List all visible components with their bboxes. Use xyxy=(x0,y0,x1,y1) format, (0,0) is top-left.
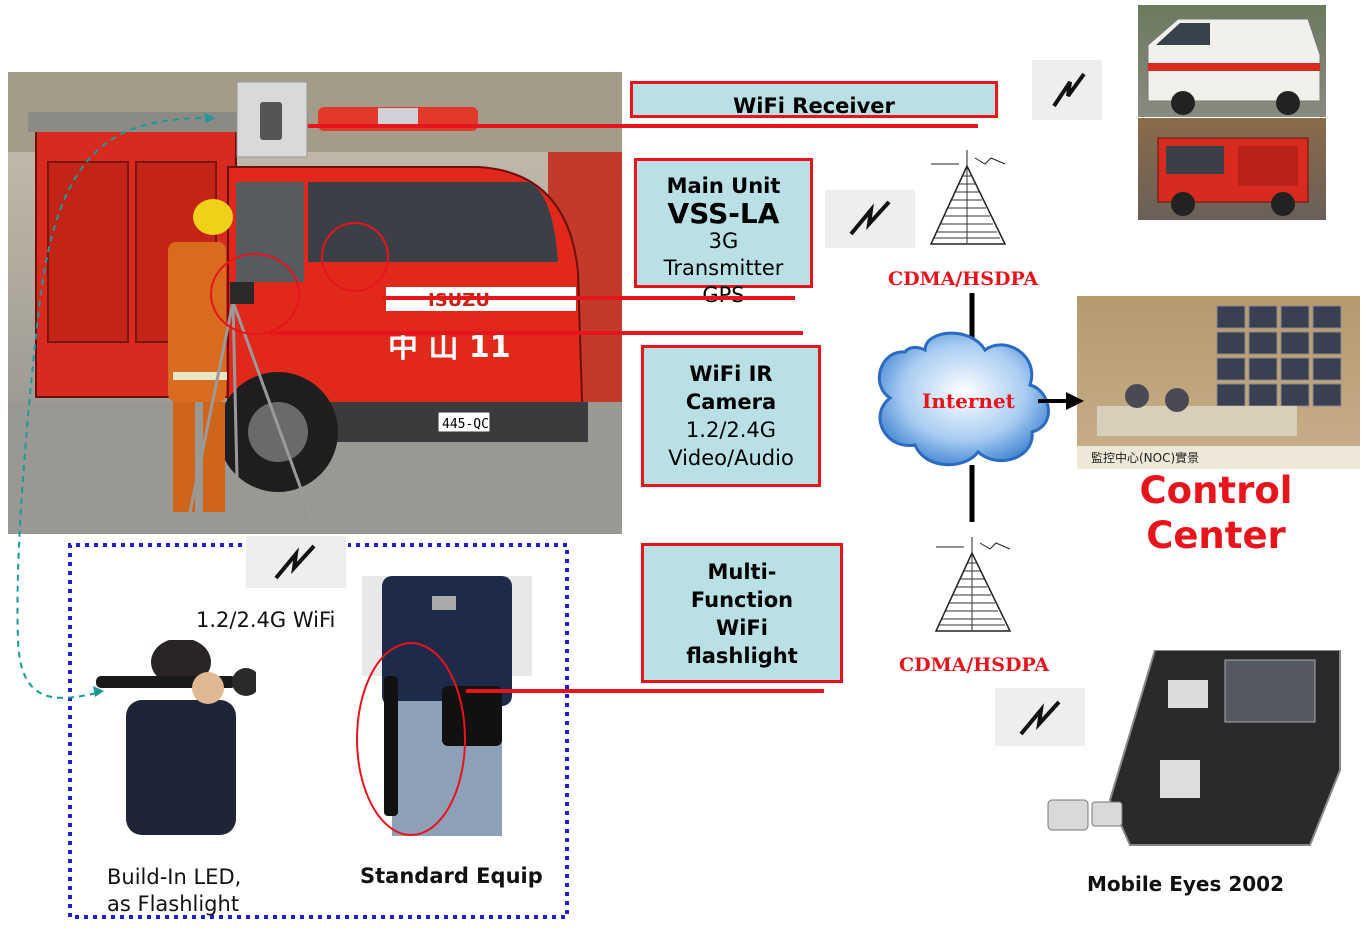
truck-brand-label: ISUZU xyxy=(428,290,490,311)
flashlight-line3: WiFi xyxy=(716,616,768,640)
wireless-signal-icon xyxy=(995,688,1085,746)
wireless-signal-icon xyxy=(1032,60,1102,120)
wifi-receiver-label: WiFi Receiver xyxy=(733,94,895,118)
standard-equip-label: Standard Equip xyxy=(360,864,543,888)
receiver-connector-line xyxy=(308,124,978,128)
flashlight-line1: Multi- xyxy=(707,560,777,584)
wireless-signal-icon xyxy=(825,190,915,248)
build-in-led-line2: as Flashlight xyxy=(107,892,240,916)
flashlight-line4: flashlight xyxy=(686,644,798,668)
main-unit-box: Main Unit VSS-LA 3G Transmitter GPS xyxy=(634,158,813,307)
main-unit-gps: GPS xyxy=(702,283,745,307)
arrow-right-icon xyxy=(1066,392,1084,410)
internet-label: Internet xyxy=(922,389,1015,413)
build-in-led-line1: Build-In LED, xyxy=(107,865,242,889)
flashlight-connector-line xyxy=(466,689,824,693)
fire-engine-photo xyxy=(1138,118,1326,220)
flashlight-box: Multi- Function WiFi flashlight xyxy=(641,543,843,683)
control-center-title: Control Center xyxy=(1100,468,1332,558)
truck-plate-label: 445-QC xyxy=(442,417,489,432)
fire-truck-illustration: ISUZU 中 山 11 445-QC xyxy=(8,72,622,534)
control-center-photo: 監控中心(NOC)實景 xyxy=(1077,296,1360,469)
wifi-ir-camera-box: WiFi IR Camera 1.2/2.4G Video/Audio xyxy=(641,345,821,487)
cdma-label-top: CDMA/HSDPA xyxy=(888,268,1039,290)
mobile-eyes-label: Mobile Eyes 2002 xyxy=(1087,872,1284,896)
camera-line3: 1.2/2.4G xyxy=(685,418,777,442)
mobile-eyes-photo xyxy=(1040,650,1352,855)
main-unit-model: VSS-LA xyxy=(667,197,780,230)
main-unit-transmitter: Transmitter xyxy=(663,256,784,280)
fire-truck-photo: ISUZU 中 山 11 445-QC xyxy=(8,72,622,534)
ambulance-photo xyxy=(1138,5,1326,117)
wireless-signal-icon xyxy=(246,536,346,588)
control-center-line1: Control xyxy=(1139,469,1293,512)
build-in-led-label: Build-In LED, as Flashlight xyxy=(107,864,241,918)
camera-line4: Video/Audio xyxy=(668,446,794,470)
wifi-receiver-box: WiFi Receiver xyxy=(630,81,998,118)
main-unit-connector-line xyxy=(382,296,795,300)
antenna-tower-icon xyxy=(934,537,1012,632)
main-unit-title: Main Unit xyxy=(666,174,781,198)
camera-connector-line xyxy=(270,331,803,335)
wifi-band-label: 1.2/2.4G WiFi xyxy=(196,608,336,632)
camera-line2: Camera xyxy=(685,390,777,414)
cdma-label-bottom: CDMA/HSDPA xyxy=(899,654,1050,676)
cloud-icon xyxy=(877,331,1050,467)
noc-caption: 監控中心(NOC)實景 xyxy=(1091,450,1199,465)
control-center-line2: Center xyxy=(1146,514,1286,557)
truck-chinese-label: 中 山 11 xyxy=(388,330,511,365)
antenna-tower-icon xyxy=(929,150,1007,245)
camera-line1: WiFi IR xyxy=(689,362,773,386)
flashlight-person-photo xyxy=(96,640,256,835)
flashlight-line2: Function xyxy=(690,588,794,612)
main-unit-3g: 3G xyxy=(708,229,739,253)
